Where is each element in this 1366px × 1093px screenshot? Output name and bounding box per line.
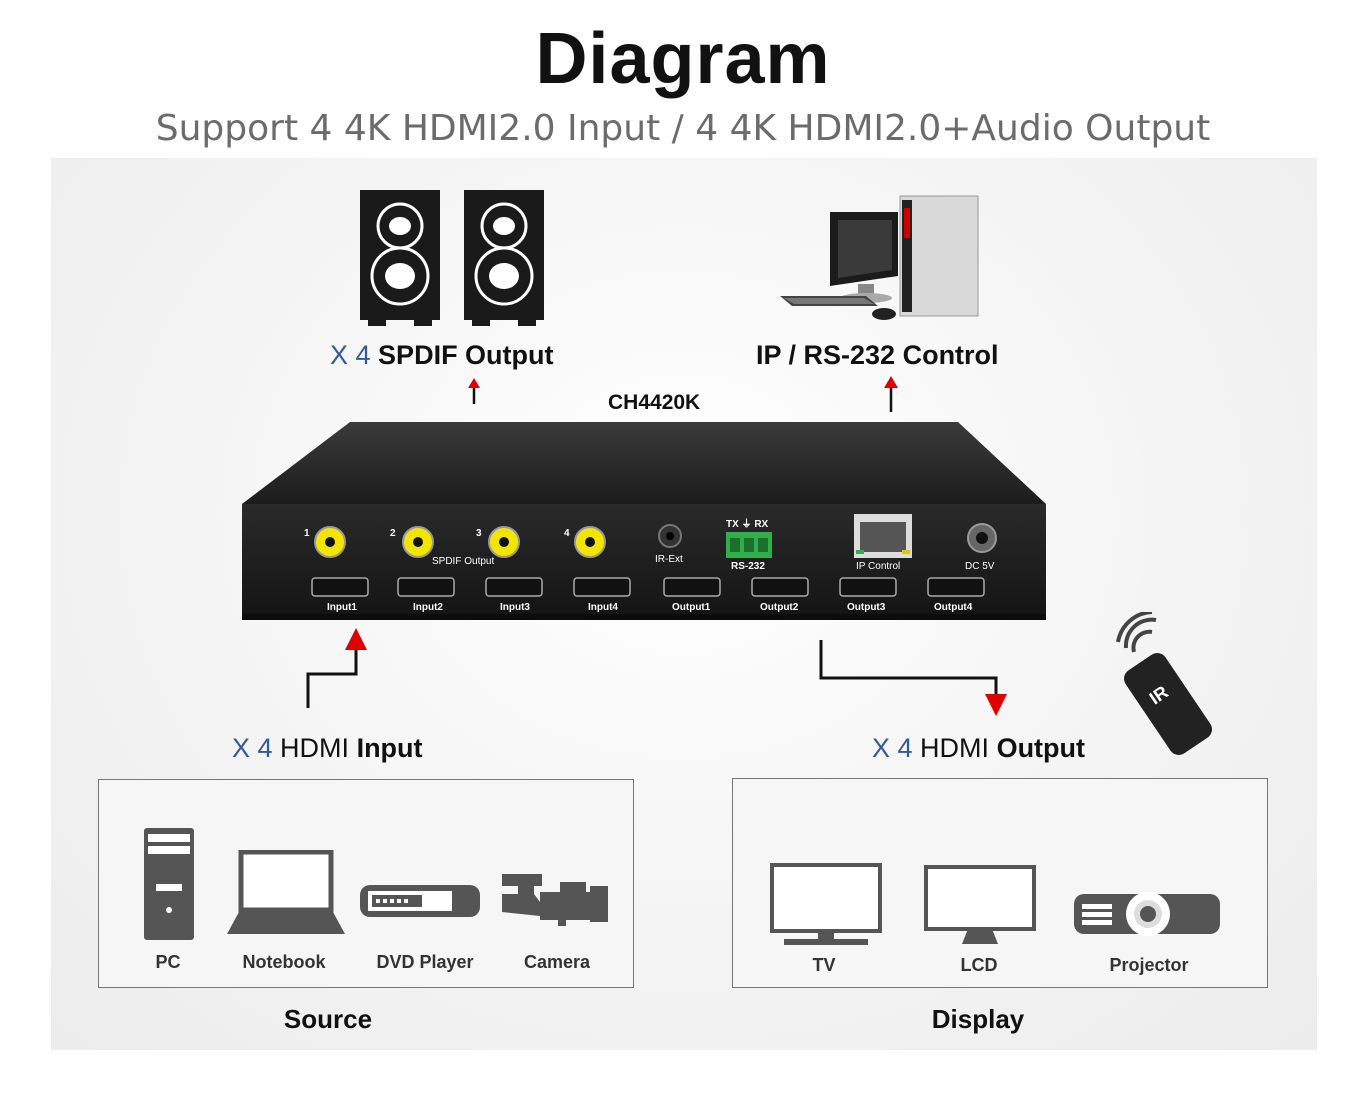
spdif-port-4: 4 xyxy=(564,528,570,539)
lcd-icon xyxy=(924,865,1036,944)
hdmi-input-label: X 4 HDMI Input xyxy=(232,733,423,763)
spdif-port-3: 3 xyxy=(476,528,482,539)
rs232-pin-label: TX ⏚ RX xyxy=(726,519,769,530)
page-title: Diagram xyxy=(535,19,831,99)
display-projector-label: Projector xyxy=(1109,955,1189,975)
dvd-player-icon xyxy=(360,885,480,917)
rs232-label: RS-232 xyxy=(731,561,765,572)
hdmi-port-output2: Output2 xyxy=(760,602,799,613)
device-model: CH4420K xyxy=(608,391,701,414)
hdmi-matrix-device xyxy=(242,422,1046,620)
projector-icon xyxy=(1074,892,1220,936)
source-dvd-player-label: DVD Player xyxy=(376,952,474,972)
hdmi-port-input2: Input2 xyxy=(413,602,443,613)
hdmi-output-arrow xyxy=(819,640,1007,716)
source-camera-label: Camera xyxy=(523,952,591,972)
computer-icon xyxy=(780,195,979,320)
display-tv-label: TV xyxy=(812,955,836,975)
hdmi-port-input3: Input3 xyxy=(500,602,530,613)
spdif-arrow xyxy=(468,378,480,404)
display-lcd-label: LCD xyxy=(960,955,998,975)
camera-icon xyxy=(502,874,608,926)
spdif-output-label: X 4 SPDIF Output xyxy=(330,340,554,370)
hdmi-input-arrow xyxy=(306,628,367,708)
ip-control-port-label: IP Control xyxy=(856,561,901,572)
display-title: Display xyxy=(931,1004,1025,1034)
hdmi-port-output3: Output3 xyxy=(847,602,886,613)
dc-5v-label: DC 5V xyxy=(965,561,995,572)
hdmi-port-input4: Input4 xyxy=(588,602,618,613)
spdif-port-2: 2 xyxy=(390,528,396,539)
control-label: IP / RS-232 Control xyxy=(756,340,999,370)
hdmi-output-label: X 4 HDMI Output xyxy=(872,733,1086,763)
hdmi-port-input1: Input1 xyxy=(327,602,357,613)
ir-remote-icon xyxy=(1116,612,1212,755)
spdif-output-port-label: SPDIF Output xyxy=(432,556,495,567)
tv-icon xyxy=(770,863,882,945)
ir-ext-label: IR-Ext xyxy=(655,554,683,565)
source-notebook-label: Notebook xyxy=(242,952,326,972)
pc-icon xyxy=(144,828,194,940)
hdmi-port-output1: Output1 xyxy=(672,602,711,613)
source-pc-label: PC xyxy=(155,952,181,972)
control-arrow xyxy=(884,376,898,412)
notebook-icon xyxy=(227,850,345,934)
source-title: Source xyxy=(283,1004,373,1034)
page-subtitle: Support 4 4K HDMI2.0 Input / 4 4K HDMI2.… xyxy=(155,108,1211,149)
hdmi-port-output4: Output4 xyxy=(934,602,973,613)
spdif-port-1: 1 xyxy=(304,528,310,539)
speakers-icon xyxy=(360,190,544,326)
